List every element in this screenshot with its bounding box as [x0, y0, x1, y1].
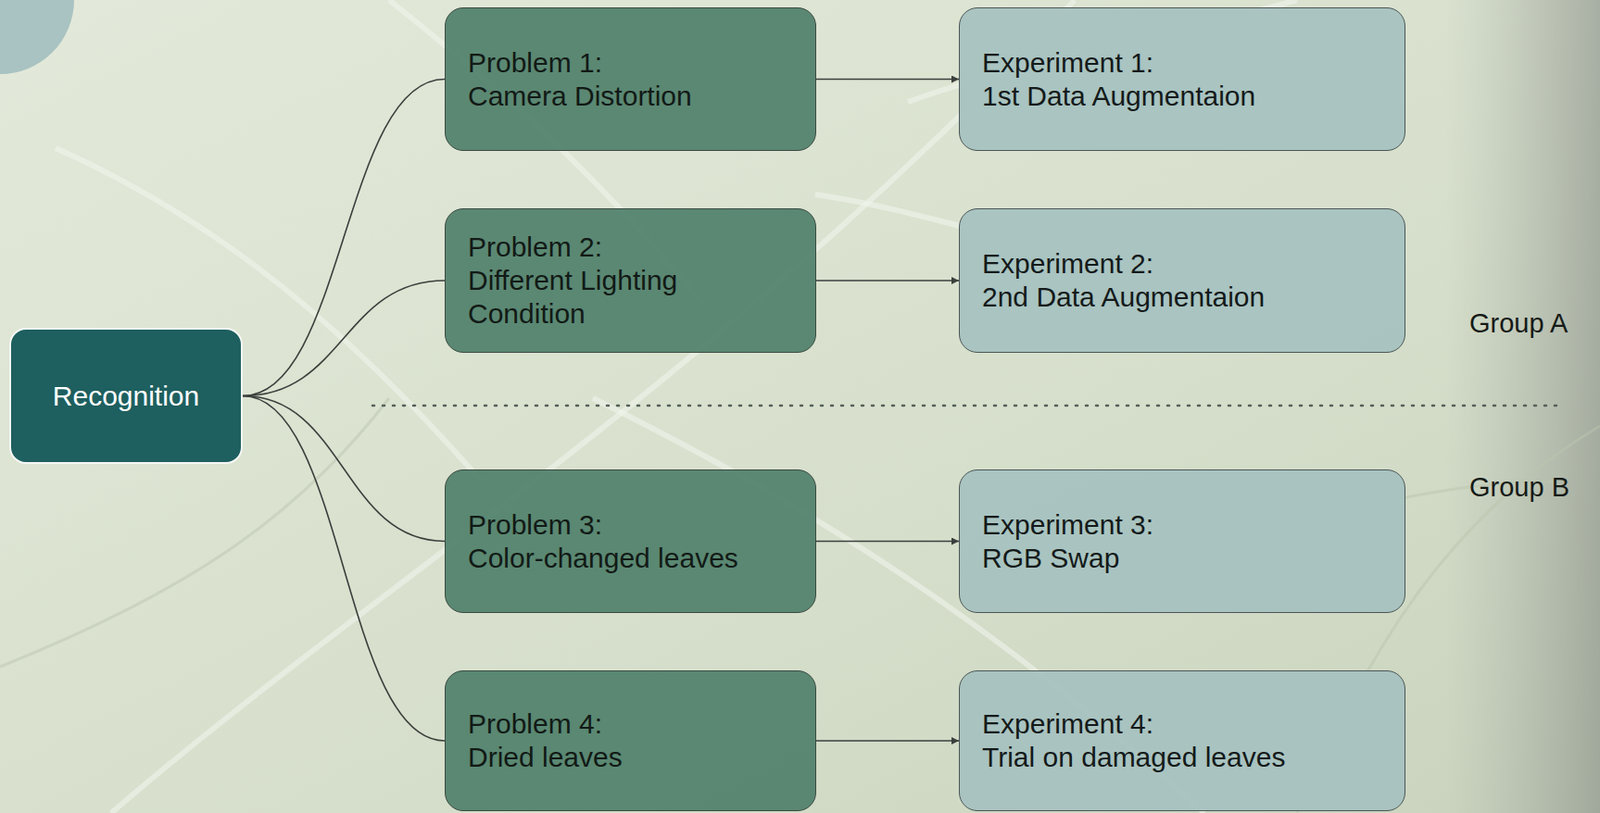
group-label: Group B	[1469, 472, 1570, 504]
group-divider	[372, 404, 1562, 408]
box-heading: Problem 2:	[467, 230, 794, 265]
arrow-connector	[816, 279, 959, 282]
experiment-box: Experiment 2:2nd Data Augmentaion	[958, 208, 1406, 353]
branch-curve	[242, 396, 445, 542]
box-heading: Experiment 4:	[982, 707, 1383, 742]
leaf-veins	[0, 398, 1600, 813]
box-heading: Recognition	[52, 379, 200, 414]
box-text: 1st Data Augmentaion	[982, 79, 1383, 114]
right-shade	[1445, 0, 1600, 813]
group-label: Group A	[1469, 308, 1568, 340]
problem-box: Problem 1:Camera Distortion	[444, 7, 817, 152]
box-text: RGB Swap	[982, 541, 1383, 576]
experiment-box: Experiment 4:Trial on damaged leaves	[958, 670, 1406, 812]
corner-circle	[0, 0, 75, 75]
arrow-connector	[816, 740, 959, 743]
experiment-box: Experiment 3:RGB Swap	[958, 469, 1406, 614]
box-text: 2nd Data Augmentaion	[982, 280, 1383, 315]
branch-curve	[242, 280, 445, 397]
problem-box: Problem 2:Different Lighting Condition	[444, 208, 817, 353]
box-text: Color-changed leaves	[467, 541, 794, 576]
arrow-connector	[816, 541, 959, 543]
box-heading: Problem 1:	[467, 46, 794, 80]
box-heading: Experiment 2:	[982, 247, 1383, 281]
box-heading: Problem 3:	[467, 508, 794, 542]
box-text: Trial on damaged leaves	[982, 741, 1383, 775]
box-text: Camera Distortion	[467, 79, 794, 114]
branch-curve	[242, 396, 445, 743]
experiment-box: Experiment 1:1st Data Augmentaion	[958, 7, 1406, 152]
branch-curve	[242, 79, 445, 397]
box-text: Dried leaves	[467, 741, 794, 775]
box-text: Different Lighting Condition	[467, 264, 794, 331]
box-heading: Problem 4:	[467, 707, 794, 742]
box-heading: Experiment 3:	[982, 508, 1383, 542]
root-box: Recognition	[9, 327, 243, 465]
problem-box: Problem 4:Dried leaves	[444, 670, 817, 812]
box-heading: Experiment 1:	[982, 46, 1383, 80]
problem-box: Problem 3:Color-changed leaves	[444, 469, 817, 614]
arrow-connector	[816, 78, 959, 81]
